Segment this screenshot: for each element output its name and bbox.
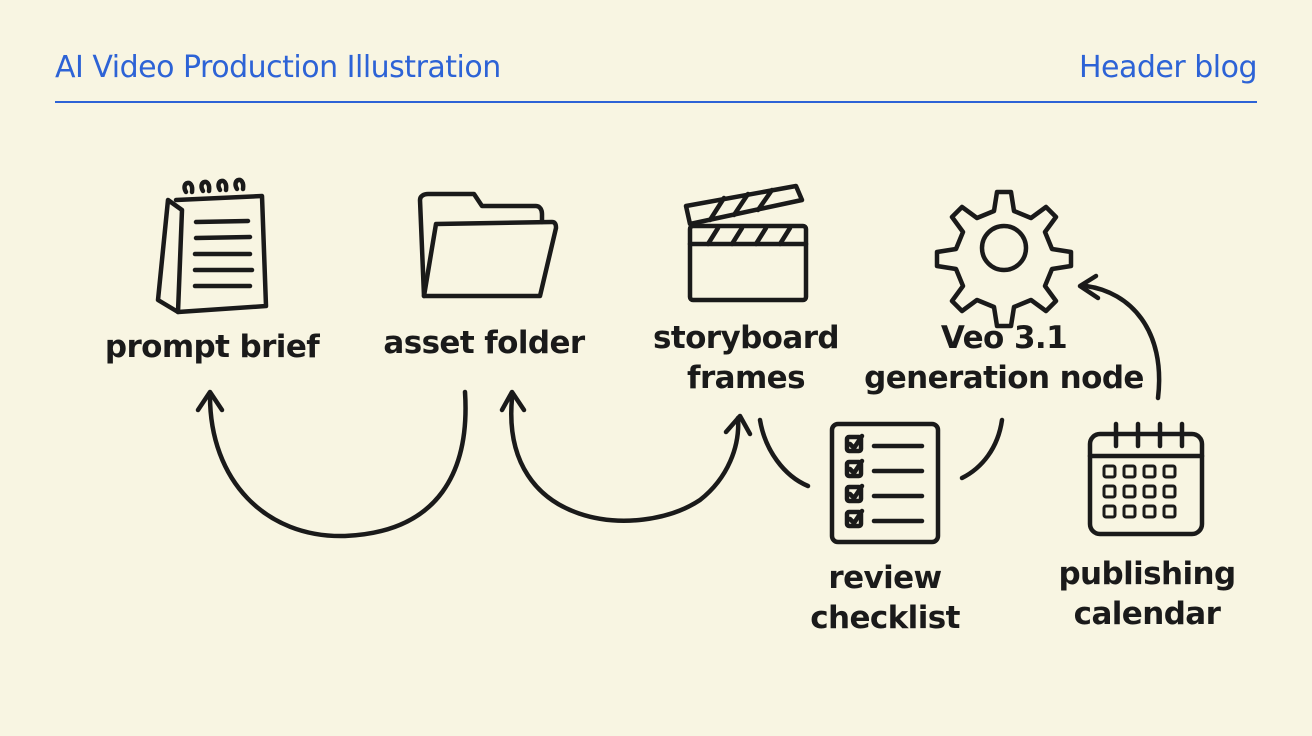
review-checklist-label: review checklist <box>810 558 960 638</box>
page-title: AI Video Production Illustration <box>55 50 501 85</box>
storyboard-frames-label: storyboard frames <box>653 318 840 398</box>
connector-storyboard-to-checklist <box>757 417 811 489</box>
review-checklist-label-line-2: checklist <box>810 600 960 636</box>
connector-calendar-to-gear <box>1077 273 1162 401</box>
clapperboard-icon <box>683 183 809 303</box>
checklist-icon <box>829 421 941 545</box>
publishing-calendar-label: publishing calendar <box>1058 554 1236 634</box>
publishing-calendar-label-line-2: calendar <box>1073 596 1221 632</box>
connector-asset-to-prompt <box>195 389 468 539</box>
calendar-icon <box>1087 421 1205 537</box>
gear-icon <box>934 189 1074 329</box>
prompt-brief-label: prompt brief <box>104 327 320 367</box>
storyboard-frames-label-line-2: frames <box>687 360 805 396</box>
header-divider <box>55 101 1257 103</box>
folder-icon <box>417 191 559 299</box>
prompt-brief-label-line-1: prompt brief <box>104 329 320 365</box>
asset-folder-label: asset folder <box>383 323 585 363</box>
review-checklist-label-line-1: review <box>828 560 942 596</box>
connector-gear-to-checklist <box>959 417 1005 481</box>
notepad-icon <box>155 177 269 315</box>
header-tag: Header blog <box>1078 50 1258 85</box>
storyboard-frames-label-line-1: storyboard <box>653 320 840 356</box>
veo-generation-node-label-line-1: Veo 3.1 <box>940 320 1068 356</box>
asset-folder-label-line-1: asset folder <box>383 325 585 361</box>
veo-generation-node-label-line-2: generation node <box>864 360 1144 396</box>
connector-asset-to-storyboard <box>499 389 753 523</box>
veo-generation-node-label: Veo 3.1 generation node <box>864 318 1144 398</box>
publishing-calendar-label-line-1: publishing <box>1058 556 1236 592</box>
